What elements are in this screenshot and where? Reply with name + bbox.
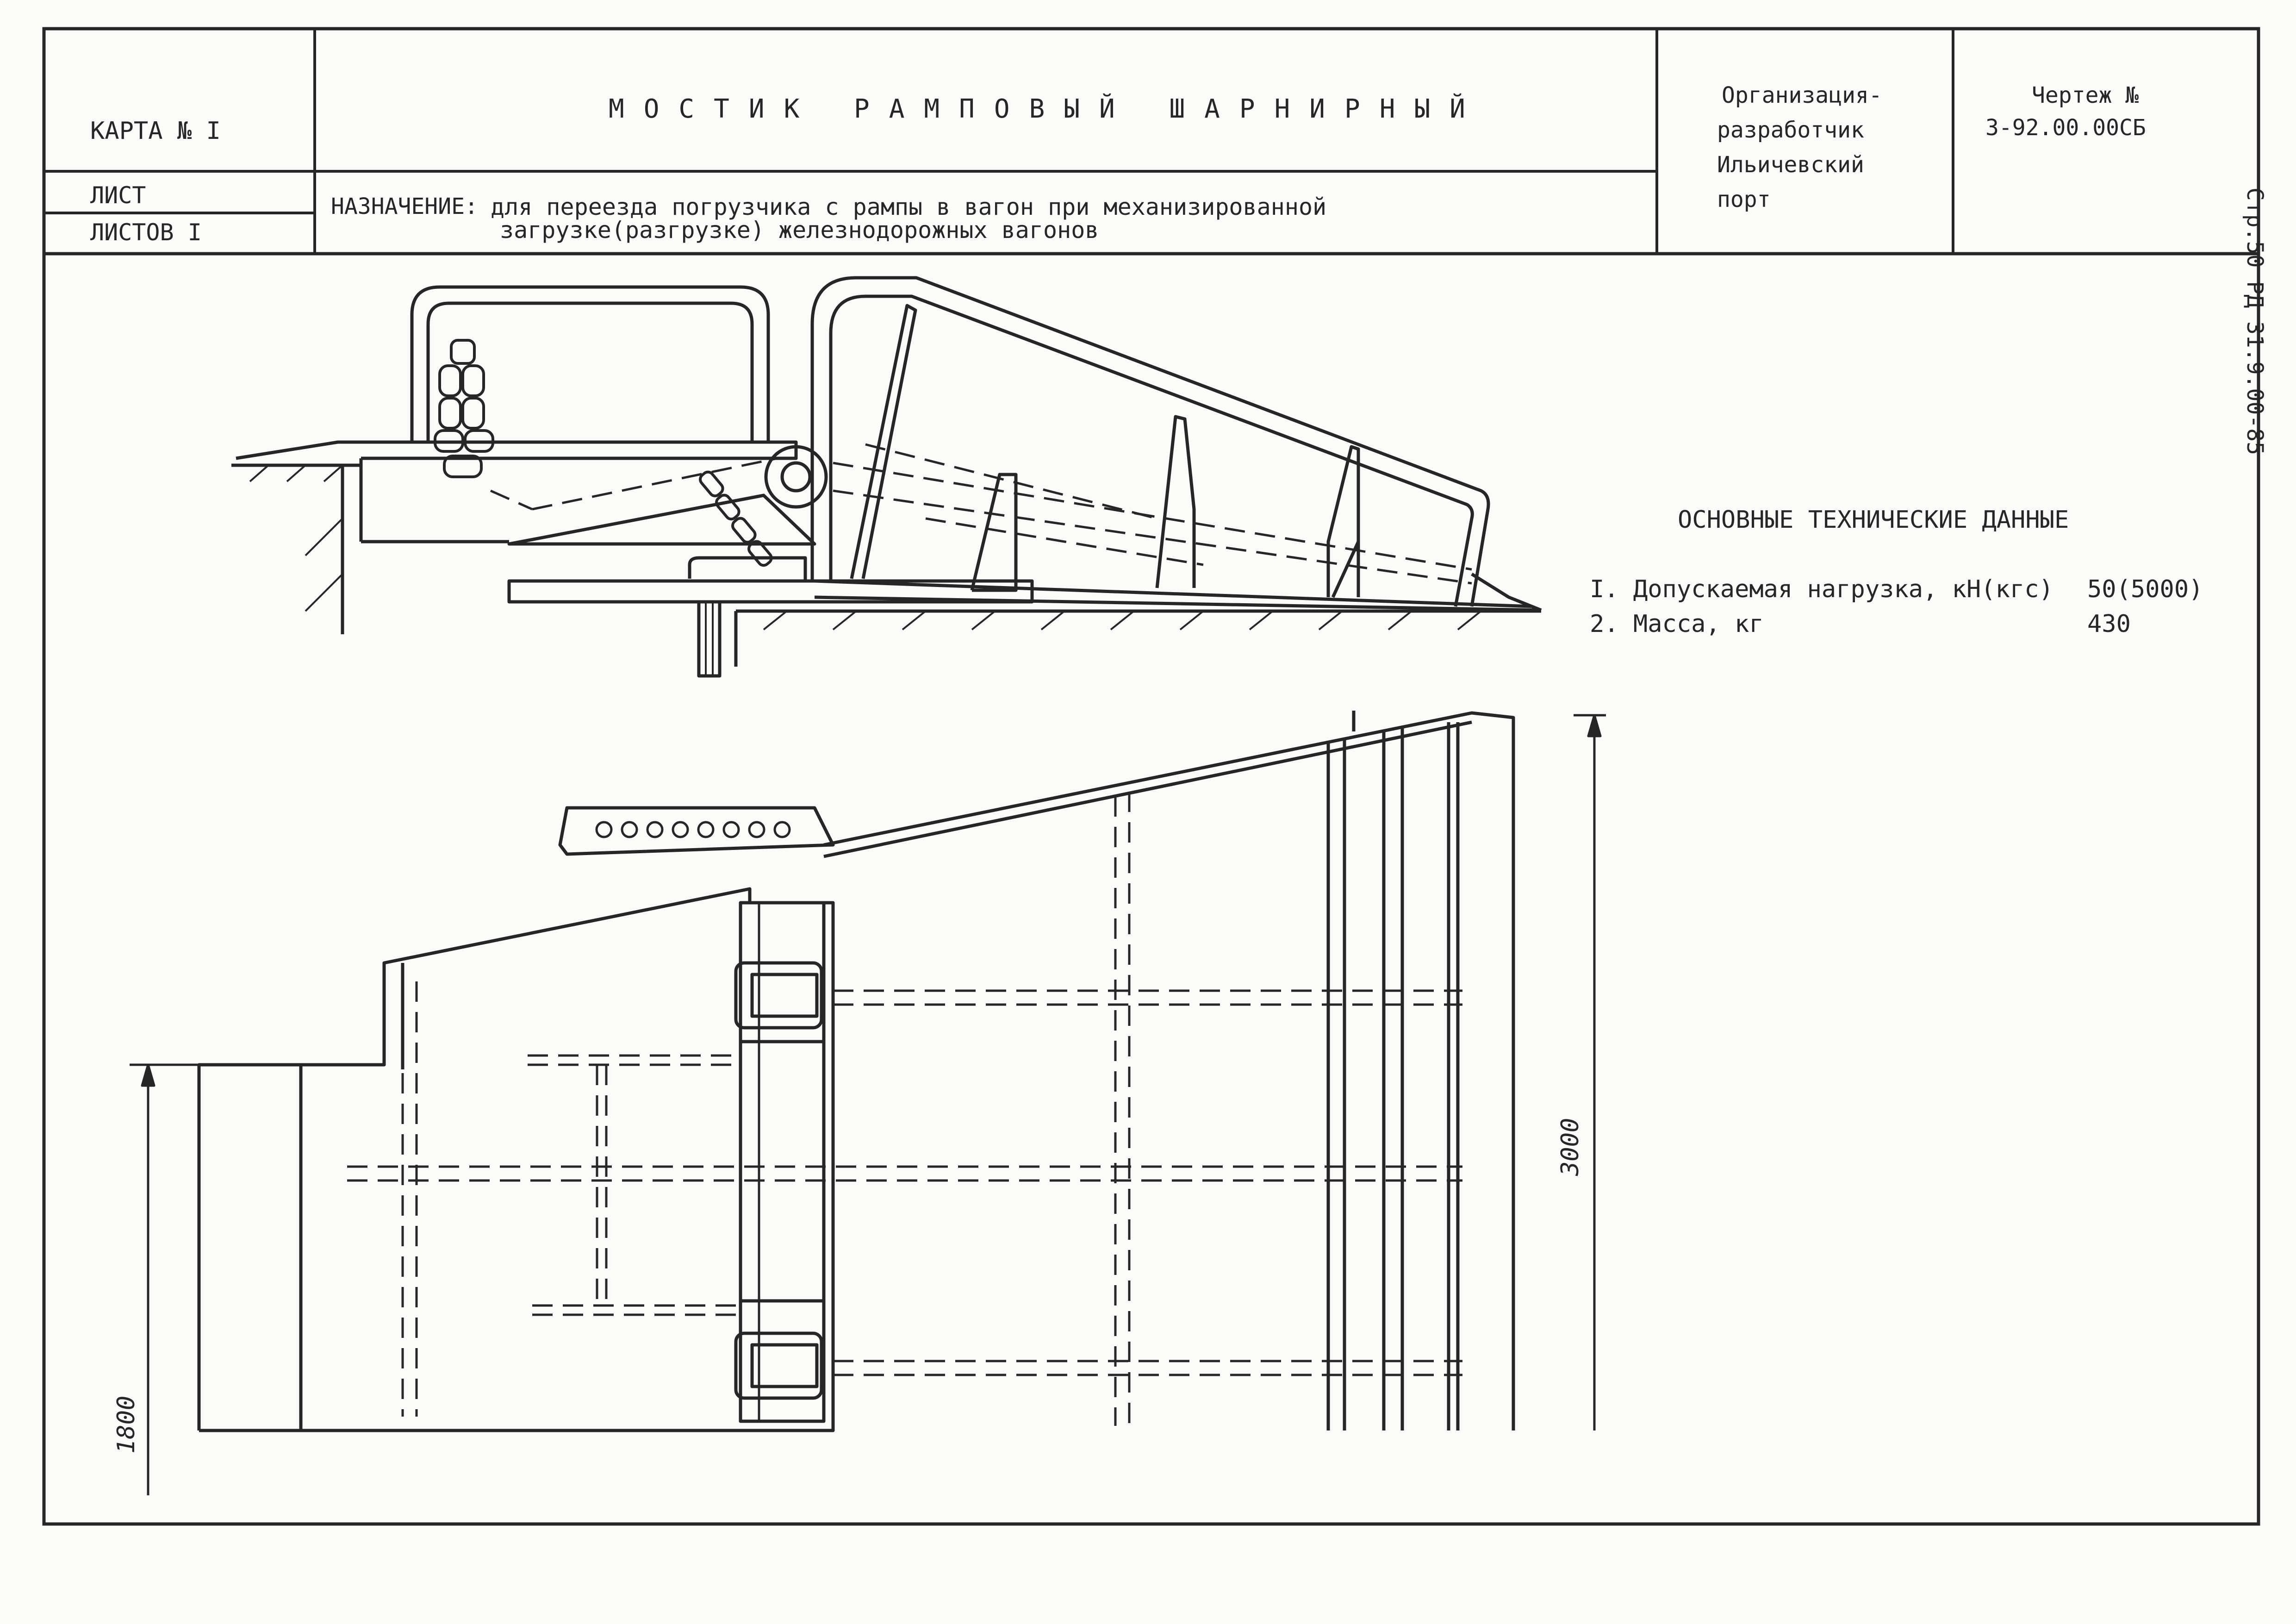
drawing-number-label: Чертеж № — [2032, 82, 2139, 108]
sheet-frame — [42, 27, 2260, 1526]
side-view — [231, 276, 1542, 678]
drawing-number: 3-92.00.00СБ — [1985, 115, 2146, 141]
tech-item-2-value: 430 — [2087, 610, 2131, 638]
tech-data-heading: ОСНОВНЫЕ ТЕХНИЧЕСКИЕ ДАННЫЕ — [1678, 506, 2069, 534]
org-line-1: Организация- — [1722, 82, 1882, 108]
purpose-line-2: загрузке(разгрузке) железнодорожных ваго… — [500, 217, 1099, 244]
tech-item-1-label: I. Допускаемая нагрузка, кН(кгс) — [1590, 575, 2053, 603]
org-line-3: Ильичевский — [1717, 152, 1864, 178]
org-line-2: разработчик — [1717, 117, 1864, 143]
dimension-height: 3000 — [1556, 1118, 1584, 1176]
sheets-count: ЛИСТОВ I — [90, 219, 202, 246]
plan-view — [130, 711, 1606, 1495]
margin-stamp: Стр.50 РД 31.9.00-85 — [2242, 187, 2268, 455]
org-line-4: порт — [1717, 187, 1771, 212]
card-number: КАРТА № I — [90, 117, 221, 145]
page-title: МОСТИК РАМПОВЫЙ ШАРНИРНЫЙ — [609, 94, 1485, 124]
purpose-line-1: для переезда погрузчика с рампы в вагон … — [491, 194, 1327, 220]
dimension-width: 1800 — [112, 1395, 140, 1454]
purpose-label: НАЗНАЧЕНИЕ: — [331, 194, 478, 219]
tech-item-2-label: 2. Масса, кг — [1590, 610, 1764, 638]
tech-item-1-value: 50(5000) — [2087, 575, 2203, 603]
sheet-label: ЛИСТ — [90, 182, 146, 209]
